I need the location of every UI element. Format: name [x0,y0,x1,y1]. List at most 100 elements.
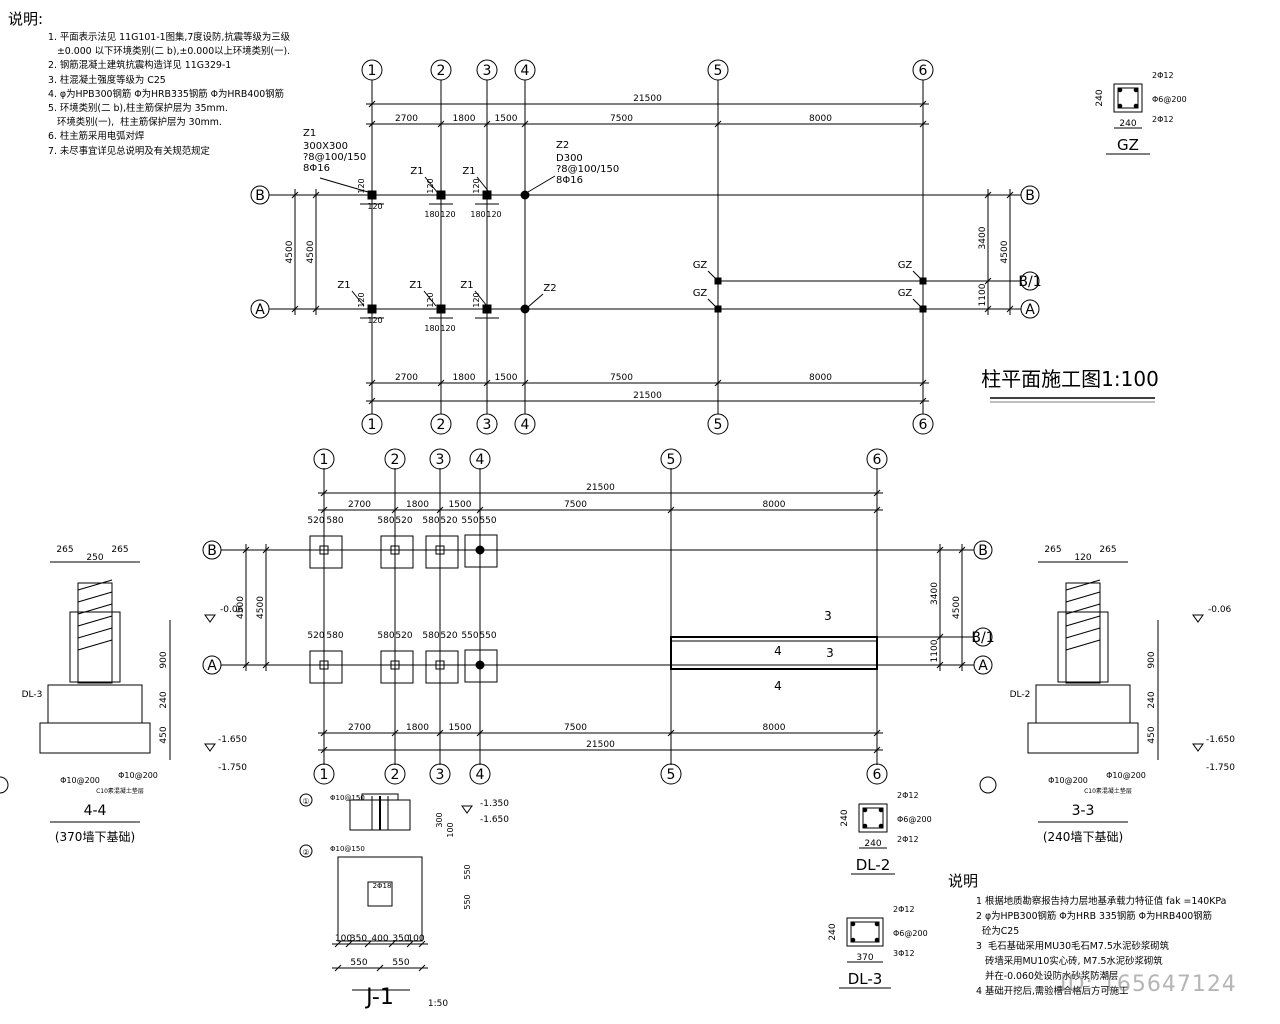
dim-label: 1500 [449,723,472,733]
section-33-subtitle: (240墙下基础) [1043,830,1123,844]
dim-tick [873,506,881,514]
dim-tick [368,120,376,128]
dim-tick [873,489,881,497]
gz-tag: GZ [693,260,708,271]
leader [423,290,437,307]
beam-label: DL-3 [22,690,43,700]
z1-tag: Z1 [409,280,422,291]
note-bottom-line: 砼为C25 [976,926,1020,937]
dl3-title: DL-3 [848,970,883,988]
axis-number: A [255,302,265,318]
section-44-wall [77,582,113,684]
column-z1 [482,304,492,314]
leader [707,270,717,280]
z1-label: Z1 [303,128,316,139]
dim-tick [320,489,328,497]
dim-tick [873,746,881,754]
dim-tick [312,305,320,313]
z1-spec: 8Φ16 [303,163,330,174]
elev-marker [1192,743,1204,752]
elev-marker [204,614,216,623]
axis-number: 6 [919,63,928,79]
z2-spec: D300 [556,153,583,164]
dim-small: 120 [440,210,455,219]
rebar-label: Φ10@200 [60,776,100,785]
pad-dim: 520 [440,516,457,526]
z2-label: Z2 [556,140,569,151]
pad-column [319,545,329,555]
detail-bubble [0,776,9,794]
rebar-dot [862,823,868,829]
leader [319,177,369,193]
gz-tag: GZ [693,288,708,299]
dim-label: 265 [1099,545,1116,555]
foundation-pad-j1 [309,535,343,569]
dim-label: 2700 [395,114,418,124]
dim-tick [714,120,722,128]
dim-label: 21500 [633,94,662,104]
axis-number: A [978,658,988,674]
dim-label: 8000 [763,723,786,733]
dim-label: 550 [463,894,472,909]
section-44-hatch [77,591,113,603]
dim-label: 265 [56,545,73,555]
axis-number: 6 [873,452,882,468]
dim-label: 550 [350,958,367,968]
rebar-dot [1133,103,1139,109]
column-dim-label: 120 [357,178,366,193]
pad-dim: 580 [326,516,343,526]
column-dim-label: 120 [357,292,366,307]
dim-tick [521,120,529,128]
axis-bubble [660,763,682,785]
axis-number: 1 [320,767,329,783]
axis-number: 6 [919,417,928,433]
dim-label: 350 [350,934,367,944]
note-line: 4. φ为HPB300钢筋 Φ为HRB335钢筋 Φ为HRB400钢筋 [48,88,285,100]
dim-label: 100 [407,934,424,944]
note-line: 5. 环境类别(二 b),柱主筋保护层为 35mm. [48,103,228,115]
axis-number: 5 [667,452,676,468]
column-z1 [482,190,492,200]
z1-tag: Z1 [462,166,475,177]
axis-number: A [207,658,217,674]
elev-label: -1.650 [480,815,509,825]
rebar-label: Φ10@150 [330,845,365,853]
axis-bubble [469,448,491,470]
axis-bubble [707,413,729,435]
dim-tick [368,397,376,405]
dim-label: 2700 [348,723,371,733]
pad-dim: 550 [479,631,496,641]
dim-small: 180 [424,210,439,219]
dim-tick [334,940,342,948]
j1-mark [299,793,313,807]
elev-label: -0.06 [220,605,244,615]
gz-stirrup [1117,87,1139,109]
dim-label: 120 [1074,553,1091,563]
dim-tick [334,964,342,972]
column-z2 [520,304,530,314]
axis-number: 2 [391,452,400,468]
axis-bubble [707,59,729,81]
leader [351,290,365,307]
dim-tick [320,506,328,514]
section-44-hatch [77,627,113,639]
dim-small: 180 [424,324,439,333]
dim-tick [262,546,270,554]
dim-tick [391,729,399,737]
dim-label: 1800 [453,373,476,383]
rebar-dot [850,937,856,943]
dim-label: 2700 [395,373,418,383]
pad-dim: 520 [307,516,324,526]
rebar-top: 2Φ12 [1152,71,1174,80]
pad-dim: 550 [461,516,478,526]
foundation-pad-j1 [425,535,459,569]
section-44-title: 4-4 [84,803,107,819]
notes-list: 1. 平面表示法见 11G101-1图集,7度设防,抗震等级为三级 ±0.000… [48,31,338,159]
dim-tick [936,546,944,554]
foundation-pad-j2 [464,649,498,683]
cushion-label: C10素混凝土垫层 [1084,787,1132,795]
note-bottom-line: 并在-0.060处设防水砂浆防潮层 [976,971,1119,982]
dim-label: 100 [446,822,455,837]
dim-label: 300 [435,812,444,827]
rebar-bottom: 3Φ12 [893,949,915,958]
